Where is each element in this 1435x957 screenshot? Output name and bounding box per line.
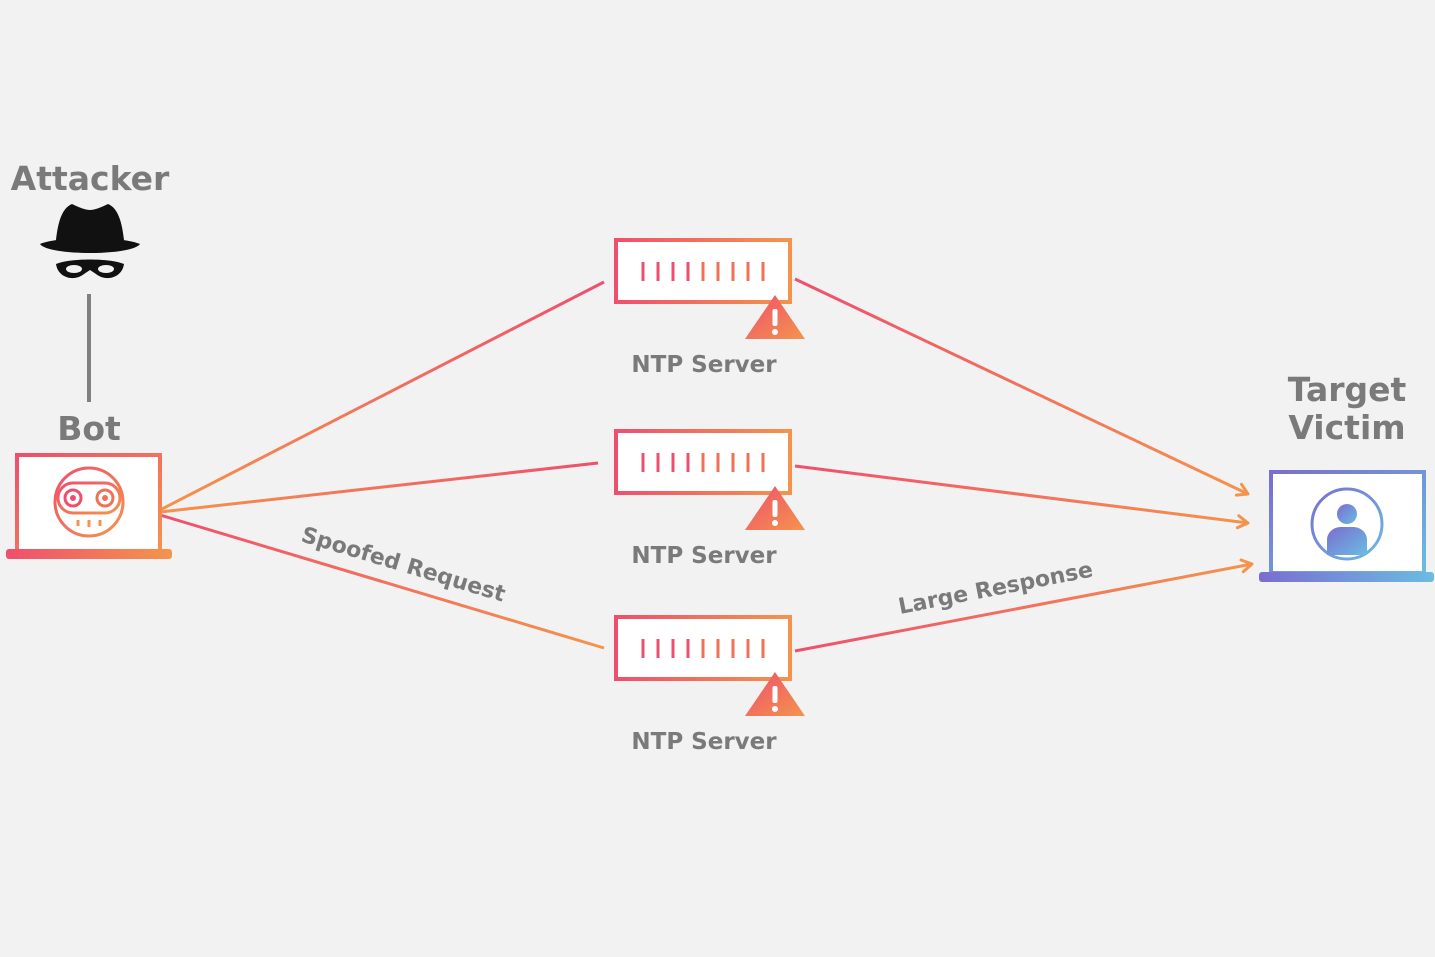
target-label-line2: Victim xyxy=(1288,408,1405,447)
bot-to-server-2-line xyxy=(159,461,599,514)
warning-triangle-icon xyxy=(745,486,805,530)
server-2-to-target-arrow xyxy=(794,464,1250,530)
ntp-server-label: NTP Server xyxy=(631,352,777,378)
attacker-hat-mask-icon xyxy=(40,204,140,279)
bot-laptop-icon xyxy=(6,453,172,559)
bot-label: Bot xyxy=(57,409,121,448)
large-response-label: Large Response xyxy=(896,558,1095,620)
warning-triangle-icon xyxy=(745,672,805,716)
ntp-server-label: NTP Server xyxy=(631,543,777,569)
ntp-server-1: NTP Server xyxy=(614,238,805,378)
target-label-line1: Target xyxy=(1288,370,1407,409)
server-rack-icon xyxy=(614,429,792,509)
robot-face-icon xyxy=(53,466,125,538)
ntp-server-label: NTP Server xyxy=(631,729,777,755)
bot-to-server-1-line xyxy=(159,280,605,512)
server-3-to-target-arrow xyxy=(794,558,1254,653)
server-rack-icon xyxy=(614,615,792,695)
user-profile-icon xyxy=(1310,487,1384,561)
bot-to-server-3-line xyxy=(159,513,605,650)
warning-triangle-icon xyxy=(745,295,805,339)
server-1-to-target-arrow xyxy=(794,277,1250,497)
server-rack-icon xyxy=(614,238,792,318)
attacker-label: Attacker xyxy=(11,159,170,198)
ntp-server-3: NTP Server xyxy=(614,615,805,755)
ntp-server-2: NTP Server xyxy=(614,429,805,569)
